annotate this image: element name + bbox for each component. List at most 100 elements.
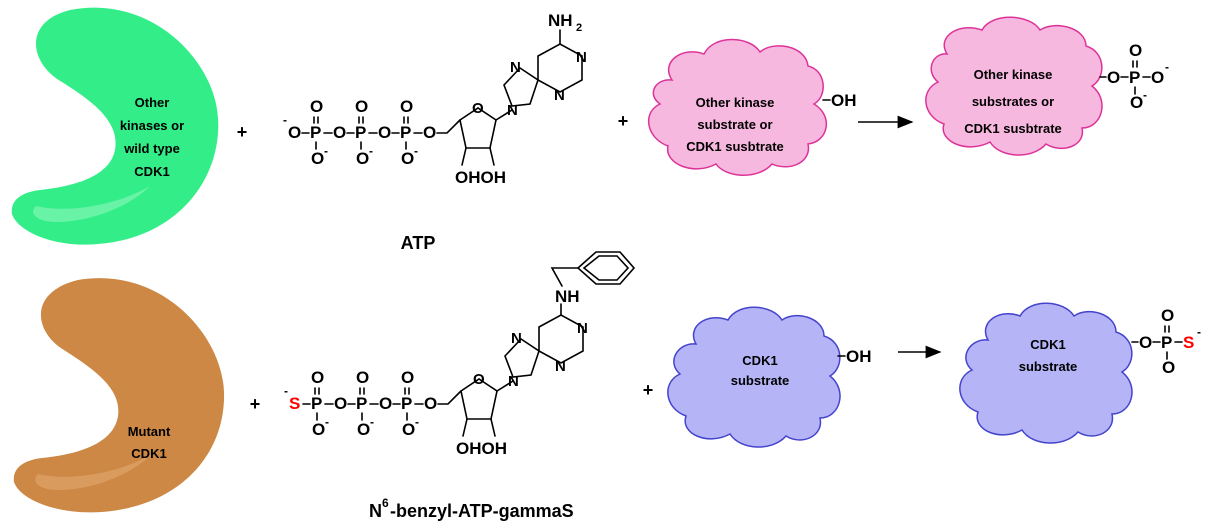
atom-n: N [507,102,518,119]
atom-o: O [379,394,392,413]
atom-n: N [510,59,521,76]
atom-o: O [423,123,436,142]
pink-product: Other kinase substrates or CDK1 susbtrat… [925,16,1169,156]
atom-o: O [334,394,347,413]
ribose-hydroxyls: OHOH [455,168,506,187]
atom-n: N [555,358,566,375]
atom-minus: - [325,415,329,429]
atom-minus: - [369,144,373,158]
label-prefix: N [369,501,382,521]
ribose-hydroxyls: OHOH [456,439,507,458]
substrate-label-line-1: Other kinase [696,95,775,110]
atom-n: N [576,49,587,66]
atp-molecule: - O P O O - O P O O - O P O O - O O OH [283,11,587,187]
atom-o: O [1129,41,1142,60]
atom-p: P [400,123,411,142]
atom-o: O [1151,68,1164,87]
pink-substrate-cloud [647,38,828,176]
amine-group: NH [555,287,580,306]
atp-label: ATP [401,233,436,253]
atom-o: O [1162,358,1175,377]
n6-benzyl-atp-gammas-molecule: - S P O O - O P O O - O P O O - O O OHOH [284,251,636,458]
blue-substrate-cloud [667,306,841,448]
atom-minus: - [283,113,287,127]
atom-minus: - [370,415,374,429]
enzyme-label-line-1: Mutant [128,424,171,439]
atom-o: O [310,97,323,116]
atom-o: O [356,368,369,387]
enzyme-label-line-4: CDK1 [134,164,169,179]
product-label-line-1: Other kinase [974,67,1053,82]
plus-sign: + [643,380,654,400]
wild-type-enzyme-shape [11,7,219,245]
hydroxyl-group: OH [831,91,857,110]
enzyme-label-line-3: wild type [123,141,180,156]
amine-group: NH [548,11,573,30]
atom-o: O [333,123,346,142]
atom-minus: - [414,144,418,158]
atom-n: N [577,320,588,337]
atom-p: P [1129,68,1140,87]
blue-product-cloud [959,302,1133,444]
atom-minus: - [415,415,419,429]
pink-substrate: Other kinase substrate or CDK1 susbtrate… [647,38,857,176]
n6-benzyl-atp-gammas-label: N 6 -benzyl-ATP-gammaS [369,496,574,521]
atom-o: O [401,149,414,168]
wild-type-enzyme-highlight [33,186,150,222]
mutant-enzyme-highlight [35,454,152,490]
atom-o: O [1139,333,1152,352]
atom-minus: - [324,144,328,158]
atom-o: O [312,420,325,439]
plus-sign: + [237,122,248,142]
atom-p: P [1161,333,1172,352]
atom-p: P [401,394,412,413]
atom-o: O [311,149,324,168]
atom-p: P [311,394,322,413]
product-label-line-2: substrates or [972,94,1054,109]
wild-type-enzyme: Other kinases or wild type CDK1 [11,7,219,245]
atom-n: N [508,373,519,390]
atom-o: O [402,420,415,439]
amine-subscript: 2 [576,22,582,34]
enzyme-label-line-2: CDK1 [131,446,166,461]
atom-o: O [311,368,324,387]
atom-o: O [473,371,485,388]
product-label-line-2: substrate [1019,359,1078,374]
substrate-label-line-3: CDK1 susbtrate [686,139,784,154]
label-superscript: 6 [382,496,389,510]
hydroxyl-group: OH [846,347,872,366]
atom-minus: - [1197,325,1201,339]
enzyme-label-line-2: kinases or [120,118,184,133]
sulfur-atom: S [1183,333,1194,352]
label-rest: -benzyl-ATP-gammaS [390,501,574,521]
atom-minus: - [1165,60,1169,74]
atom-o: O [1130,93,1143,112]
blue-substrate: CDK1 substrate OH [667,306,872,448]
mutant-enzyme: Mutant CDK1 [13,278,225,513]
atom-o: O [400,97,413,116]
atom-o: O [424,394,437,413]
blue-product: CDK1 substrate O P O O S - [959,302,1201,444]
substrate-label-line-2: substrate or [697,117,772,132]
substrate-label-line-1: CDK1 [742,353,777,368]
atom-o: O [356,149,369,168]
atom-n: N [554,87,565,104]
atom-n: N [511,330,522,347]
enzyme-label-line-1: Other [135,95,170,110]
atom-minus: - [284,384,288,398]
atom-p: P [310,123,321,142]
atom-o: O [472,100,484,117]
sulfur-atom: S [289,394,300,413]
product-label-line-3: CDK1 susbtrate [964,121,1062,136]
atom-p: P [356,394,367,413]
plus-sign: + [250,394,261,414]
pink-product-cloud [925,16,1103,156]
product-label-line-1: CDK1 [1030,337,1065,352]
atom-o: O [401,368,414,387]
mutant-enzyme-shape [13,278,225,513]
atom-o: O [1107,68,1120,87]
atom-o: O [355,97,368,116]
atom-o: O [288,123,301,142]
